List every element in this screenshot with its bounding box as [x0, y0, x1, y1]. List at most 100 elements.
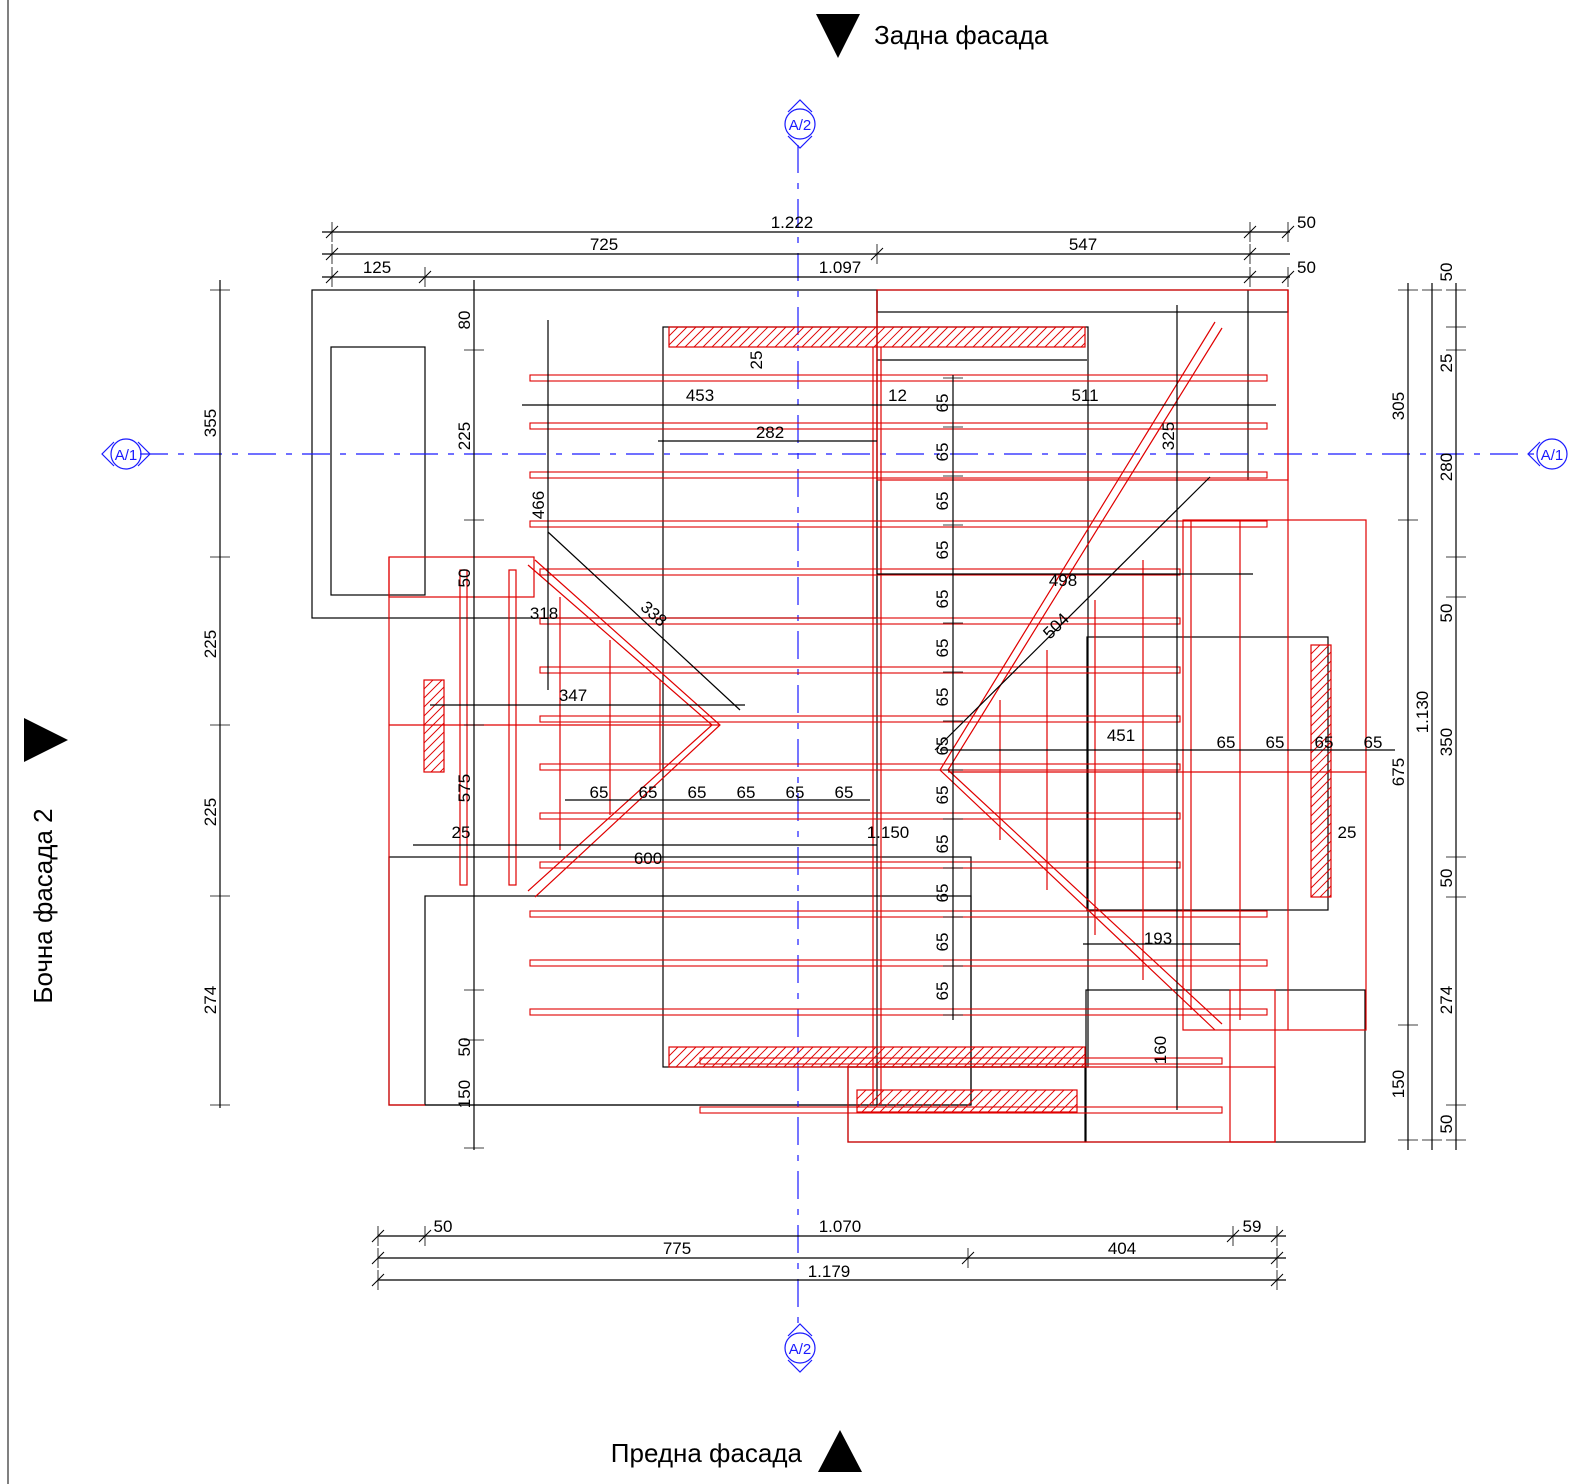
- hatch-line: [1310, 750, 1332, 772]
- hatch-line: [978, 1089, 1002, 1113]
- section-marker-a2-top[interactable]: A/2: [784, 99, 816, 149]
- section-label: A/2: [789, 1341, 812, 1358]
- dim-318: 318: [530, 604, 558, 623]
- roof-structure: [388, 289, 1367, 1143]
- hatch-line: [1014, 1089, 1038, 1113]
- hatch-line: [738, 326, 760, 348]
- dim-top-125: 125: [363, 258, 391, 277]
- hatch-line: [1310, 786, 1332, 808]
- dim-50b: 50: [455, 1038, 474, 1057]
- dim-top-50a: 50: [1297, 213, 1316, 232]
- hatch-line: [1310, 723, 1332, 745]
- hatch-line: [1071, 333, 1086, 348]
- section-marker-a2-bottom[interactable]: A/2: [784, 1323, 816, 1373]
- dim-575: 575: [455, 774, 474, 802]
- spacing-label-h: 65: [688, 783, 707, 802]
- dim-bottom-59: 59: [1243, 1217, 1262, 1236]
- facade-front-label: Предна фасада: [611, 1438, 803, 1468]
- hatch-line: [765, 326, 787, 348]
- hatch-line: [897, 1089, 921, 1113]
- hatch-line: [1310, 741, 1332, 763]
- section-marker-a1-right[interactable]: A/1: [1527, 438, 1568, 470]
- hatch-line: [693, 326, 715, 348]
- hatch-line: [1310, 831, 1332, 853]
- hatch-line: [960, 1089, 984, 1113]
- dim-25b: 25: [452, 823, 471, 842]
- spacing-label-v: 65: [933, 884, 952, 903]
- hatch-line: [879, 1089, 903, 1113]
- section-lines: [140, 145, 1540, 1330]
- hatch-line: [423, 749, 445, 771]
- spacing-label-h: 65: [1217, 733, 1236, 752]
- dim-338: 338: [637, 597, 671, 630]
- spacing-label-v: 65: [933, 590, 952, 609]
- dim-600: 600: [634, 849, 662, 868]
- hatch-line: [891, 326, 913, 348]
- hatch-line: [668, 326, 688, 346]
- hatch-line: [856, 1089, 876, 1109]
- dim-bottom-1070: 1.070: [819, 1217, 862, 1236]
- hatch-line: [1050, 1089, 1074, 1113]
- dim-150-right: 150: [1389, 1070, 1408, 1098]
- dim-top-right: 547: [1069, 235, 1097, 254]
- spacing-label-h: 65: [786, 783, 805, 802]
- facade-side-marker[interactable]: Бочна фасада 2: [24, 718, 68, 1004]
- hatch-line: [1310, 777, 1332, 799]
- hatch-line: [900, 326, 922, 348]
- dim-1130: 1.130: [1413, 691, 1432, 734]
- hatch-line: [423, 731, 445, 753]
- spacing-label-v: 65: [933, 786, 952, 805]
- hatch-line: [1310, 696, 1332, 718]
- hatch-line: [439, 767, 445, 773]
- dim-80: 80: [455, 311, 474, 330]
- hatch-line: [936, 326, 958, 348]
- dim-50: 50: [455, 569, 474, 588]
- hatch-line: [729, 326, 751, 348]
- spacing-label-v: 65: [933, 443, 952, 462]
- dim-451: 451: [1107, 726, 1135, 745]
- hatch-line: [684, 1046, 706, 1068]
- hatch-line: [1310, 644, 1330, 664]
- rafter: [539, 763, 1181, 771]
- triangle-right-icon: [24, 718, 68, 762]
- hatch-line: [1044, 326, 1066, 348]
- hatch-line: [1041, 1089, 1065, 1113]
- dim-453: 453: [686, 386, 714, 405]
- hatch-line: [774, 326, 796, 348]
- facade-back-marker[interactable]: Задна фасада: [816, 14, 1049, 58]
- hatch-line: [981, 326, 1003, 348]
- dim-25-rr: 25: [1437, 354, 1456, 373]
- hatch-line: [423, 695, 445, 717]
- hatch-line: [819, 326, 841, 348]
- dim-top-50b: 50: [1297, 258, 1316, 277]
- hatch-line: [720, 326, 742, 348]
- hatch-line: [1310, 687, 1332, 709]
- hatch-line: [1310, 795, 1332, 817]
- spacing-label-v: 65: [933, 835, 952, 854]
- hatch-line: [1310, 813, 1332, 835]
- hatch-line: [756, 326, 778, 348]
- spacing-label-v: 65: [933, 982, 952, 1001]
- dim-225-left-b: 225: [201, 798, 220, 826]
- dim-25c: 25: [1338, 823, 1357, 842]
- hatch-line: [1310, 759, 1332, 781]
- hatch-line: [864, 326, 886, 348]
- hatch-line: [954, 326, 976, 348]
- hatch-line: [837, 326, 859, 348]
- hatch-line: [1017, 326, 1039, 348]
- dim-466: 466: [529, 491, 548, 519]
- rafter: [539, 666, 1181, 674]
- dim-bottom-404: 404: [1108, 1239, 1136, 1258]
- spacing-label-v: 65: [933, 492, 952, 511]
- rafter: [539, 812, 1181, 820]
- section-marker-a1-left[interactable]: A/1: [101, 438, 151, 470]
- dim-150: 150: [455, 1080, 474, 1108]
- hatch-line: [915, 1089, 939, 1113]
- dim-bottom-50: 50: [434, 1217, 453, 1236]
- dim-675: 675: [1389, 758, 1408, 786]
- hatch-line: [423, 722, 445, 744]
- hatch-line: [861, 1089, 885, 1113]
- dim-bottom-775: 775: [663, 1239, 691, 1258]
- hatch-line: [1062, 326, 1084, 348]
- facade-front-marker[interactable]: Предна фасада: [611, 1430, 862, 1472]
